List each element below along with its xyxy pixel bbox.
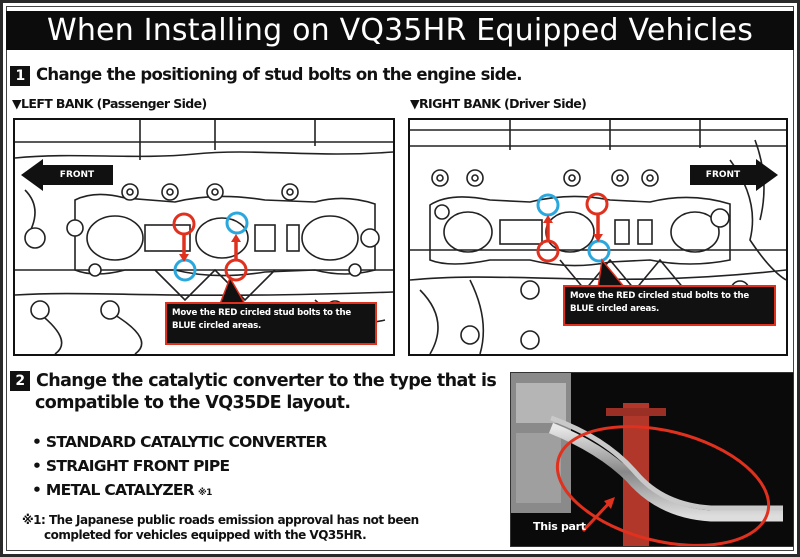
step1-heading-text: Change the positioning of stud bolts on …	[36, 65, 523, 84]
list-item: • STRAIGHT FRONT PIPE	[32, 454, 327, 478]
arrow-right-icon	[756, 159, 778, 191]
left-bank-callout: Move the RED circled stud bolts to the B…	[165, 302, 377, 345]
converter-type-list: • STANDARD CATALYTIC CONVERTER • STRAIGH…	[32, 430, 327, 505]
right-bank-callout: Move the RED circled stud bolts to the B…	[563, 285, 776, 326]
front-label: FRONT	[705, 170, 741, 180]
step2-heading: 2 Change the catalytic converter to the t…	[10, 370, 497, 414]
left-bank-label: ▼LEFT BANK (Passenger Side)	[12, 96, 207, 111]
engine-line-drawing-left	[15, 120, 393, 354]
step2-number-badge: 2	[10, 371, 30, 391]
footnote-line2: completed for vehicles equipped with the…	[44, 528, 367, 542]
step1-heading: 1 Change the positioning of stud bolts on…	[10, 65, 523, 86]
footnote: ※1: The Japanese public roads emission a…	[22, 513, 512, 543]
front-direction-arrow-left: FRONT	[41, 165, 113, 185]
front-direction-arrow-right: FRONT	[690, 165, 756, 185]
left-bank-diagram: FRONT Move the RED circled stud bolts to…	[13, 118, 395, 356]
arrow-left-icon	[21, 159, 43, 191]
list-item: • METAL CATALYZER※1	[32, 478, 327, 505]
step2-heading-line2: compatible to the VQ35DE layout.	[35, 393, 351, 413]
right-bank-label: ▼RIGHT BANK (Driver Side)	[410, 96, 587, 111]
step2-heading-line1: Change the catalytic converter to the ty…	[36, 371, 497, 391]
list-item: • STANDARD CATALYTIC CONVERTER	[32, 430, 327, 454]
page-title: When Installing on VQ35HR Equipped Vehic…	[6, 11, 794, 50]
exhaust-pipe-illustration	[511, 373, 783, 546]
list-item-text: • STRAIGHT FRONT PIPE	[32, 457, 230, 475]
front-pipe-photo: This part	[510, 372, 794, 547]
footnote-marker: ※1	[198, 488, 212, 498]
right-bank-diagram: FRONT Move the RED circled stud bolts to…	[408, 118, 788, 356]
inner-border	[6, 6, 794, 551]
photo-callout-label: This part	[533, 520, 586, 533]
list-item-text: • STANDARD CATALYTIC CONVERTER	[32, 433, 327, 451]
footnote-line1: ※1: The Japanese public roads emission a…	[22, 513, 419, 527]
step1-number-badge: 1	[10, 65, 30, 86]
list-item-text: • METAL CATALYZER	[32, 481, 195, 499]
front-label: FRONT	[59, 170, 95, 180]
